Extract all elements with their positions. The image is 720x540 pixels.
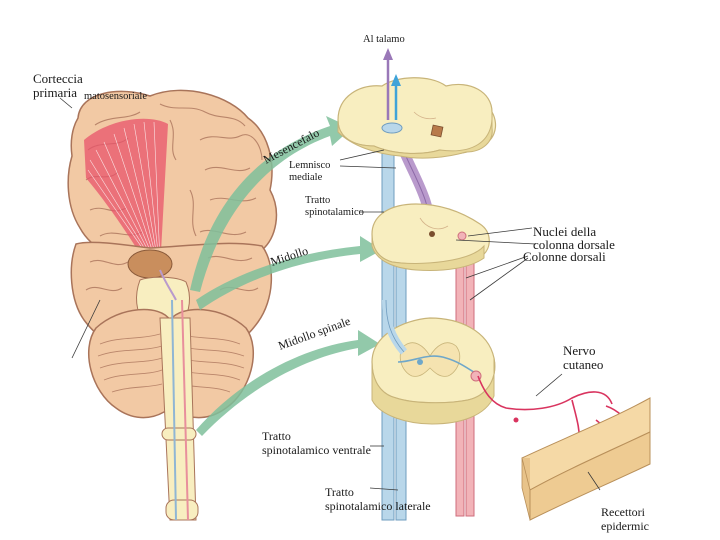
label-colonne-dorsali: Colonne dorsali	[523, 249, 606, 264]
label-lemnisco-1: Lemnisco	[289, 160, 331, 171]
label-cortex-3: matosensoriale	[84, 91, 147, 102]
label-nervo-1: Nervo	[563, 343, 596, 358]
cortex-fibers	[87, 121, 161, 263]
spinal-cord-section-1	[161, 427, 197, 441]
cord-pathway-blue	[171, 299, 177, 521]
thalamus	[127, 249, 173, 279]
arrow-midollo	[196, 236, 382, 310]
label-recettori-2: epidermic	[601, 519, 649, 533]
cord-pathway-purple	[159, 269, 177, 301]
section-midollo-spinale	[371, 299, 496, 425]
label-tratto-st-2: spinotalamico	[305, 207, 364, 218]
nerve-node	[513, 417, 519, 423]
brain-illustration	[67, 89, 278, 521]
cord-pathway-pink	[181, 299, 189, 521]
arrow-mesencefalo	[190, 116, 352, 292]
label-al-talamo: Al talamo	[363, 34, 405, 45]
label-cortex-2: primaria	[33, 85, 78, 100]
spinal-cord-section-2	[165, 499, 199, 521]
label-recettori-1: Recettori	[601, 505, 645, 519]
label-cortex-1: Corteccia	[33, 71, 83, 86]
leader-lines	[59, 97, 601, 491]
label-lemnisco-2: mediale	[289, 172, 323, 183]
label-tratto-laterale-1: Tratto	[325, 485, 354, 499]
arrow-midollo-spinale	[196, 330, 380, 436]
skin-block	[521, 397, 651, 521]
section-mesencefalo	[337, 77, 497, 159]
label-tratto-ventrale-1: Tratto	[262, 429, 291, 443]
thalamus-arrows	[383, 48, 401, 120]
section-midollo	[371, 203, 490, 271]
label-tratto-laterale-2: spinotalamico laterale	[325, 499, 431, 513]
label-nuclei-2: colonna dorsale	[533, 237, 615, 252]
label-tratto-ventrale-2: spinotalamico ventrale	[262, 443, 371, 457]
label-nervo-2: cutaneo	[563, 357, 604, 372]
spinal-cord-column	[159, 317, 197, 521]
label-tratto-st-1: Tratto	[305, 195, 331, 206]
label-nuclei-1: Nuclei della	[533, 224, 597, 239]
